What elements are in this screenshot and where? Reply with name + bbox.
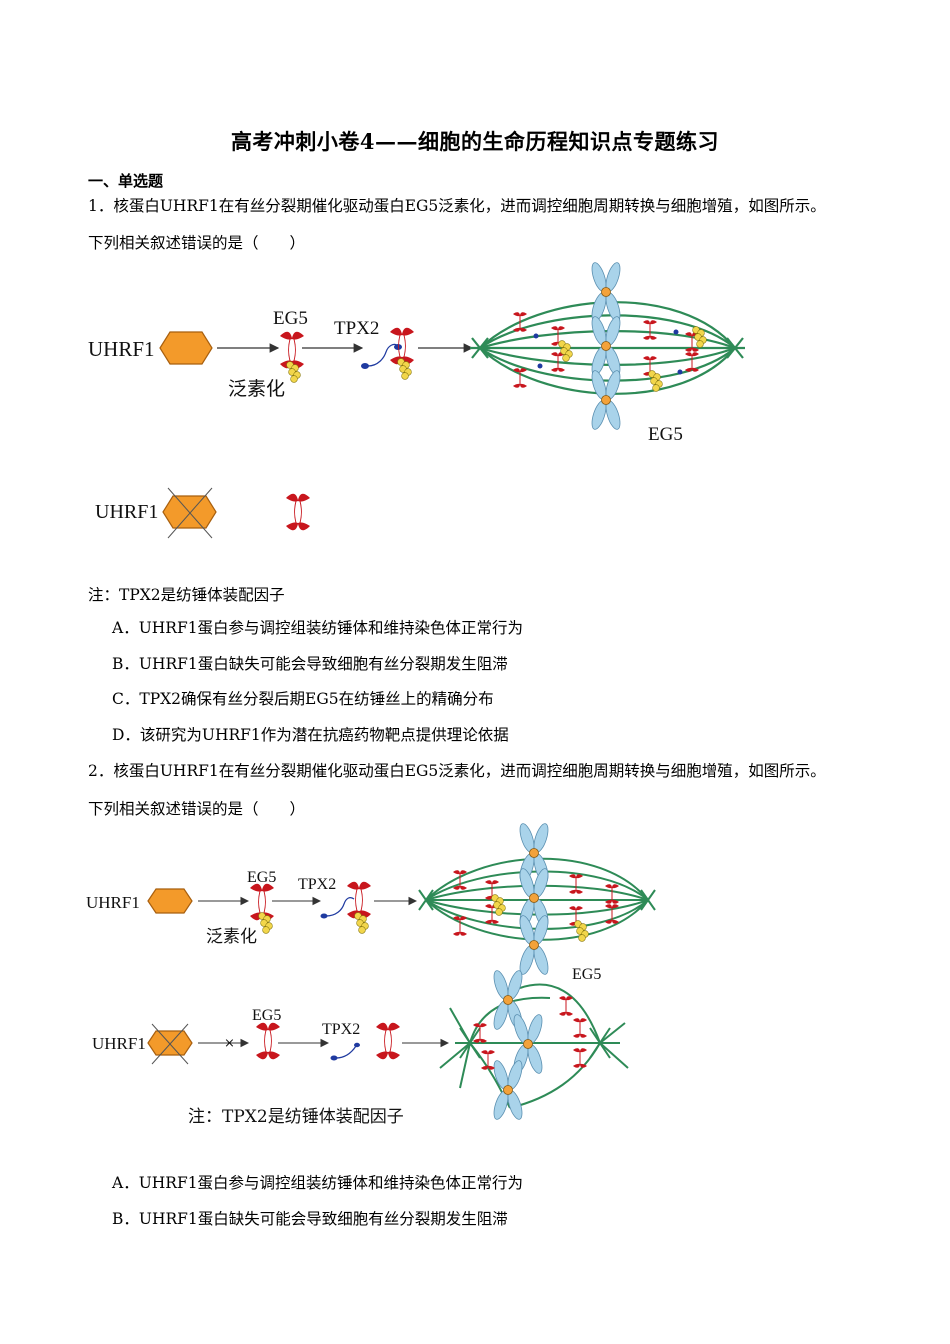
question-2-stem-line1: 2．核蛋白UHRF1在有丝分裂期催化驱动蛋白EG5泛素化，进而调控细胞周期转换与… (88, 762, 826, 780)
question-1-option-b[interactable]: B．UHRF1蛋白缺失可能会导致细胞有丝分裂期发生阻滞 (112, 655, 508, 673)
eg5-label: EG5 (273, 308, 308, 329)
question-1-figure: UHRF1 EG5 泛素化 TPX2 EG5 UHRF1 (88, 260, 745, 539)
tpx2-label: TPX2 (334, 318, 379, 339)
question-2-option-b[interactable]: B．UHRF1蛋白缺失可能会导致细胞有丝分裂期发生阻滞 (112, 1210, 508, 1228)
ubiquitination-label-2: 泛素化 (206, 927, 257, 947)
page-title: 高考冲刺小卷4——细胞的生命历程知识点专题练习 (230, 129, 720, 154)
question-1-note: 注：TPX2是纺锤体装配因子 (88, 586, 285, 604)
ubiquitination-label: 泛素化 (228, 378, 285, 400)
chromosome-3 (588, 368, 624, 432)
eg5-spindle-label: EG5 (648, 424, 683, 445)
question-1-option-c[interactable]: C．TPX2确保有丝分裂后期EG5在纺锤丝上的精确分布 (112, 690, 494, 708)
question-2-figure-note: 注：TPX2是纺锤体装配因子 (188, 1107, 404, 1127)
uhrf1-label-2-ko: UHRF1 (92, 1034, 146, 1053)
question-1-option-a[interactable]: A．UHRF1蛋白参与调控组装纺锤体和维持染色体正常行为 (112, 619, 524, 637)
question-2-stem-line2: 下列相关叙述错误的是（ ） (88, 800, 306, 818)
tpx2-strand (367, 343, 399, 367)
uhrf1-hexagon (159, 331, 213, 365)
uhrf1-hexagon-2 (147, 888, 193, 914)
tpx2-label-2: TPX2 (298, 876, 336, 893)
eg5-label-2-ko: EG5 (252, 1007, 281, 1024)
eg5-protein-ko (285, 493, 311, 531)
chromosome-2 (588, 314, 624, 378)
section-heading: 一、单选题 (88, 172, 164, 190)
question-2-figure: UHRF1 EG5 泛素化 TPX2 EG5 UHRF1 × EG5 TPX2 (86, 821, 656, 1127)
question-1-option-d[interactable]: D．该研究为UHRF1作为潜在抗癌药物靶点提供理论依据 (112, 726, 509, 744)
eg5-label-2: EG5 (247, 869, 276, 886)
uhrf1-label-ko: UHRF1 (95, 501, 158, 523)
uhrf1-label: UHRF1 (88, 337, 155, 361)
eg5-spindle-label-2: EG5 (572, 966, 601, 983)
tpx2-label-2-ko: TPX2 (322, 1021, 360, 1038)
block-mark: × (224, 1036, 235, 1051)
question-2-option-a[interactable]: A．UHRF1蛋白参与调控组装纺锤体和维持染色体正常行为 (112, 1174, 524, 1192)
question-1-stem-line1: 1．核蛋白UHRF1在有丝分裂期催化驱动蛋白EG5泛素化，进而调控细胞周期转换与… (88, 197, 826, 215)
uhrf1-label-2: UHRF1 (86, 893, 140, 912)
tpx2-head (361, 363, 369, 369)
chromosome-1 (588, 260, 624, 324)
question-1-stem-line2: 下列相关叙述错误的是（ ） (88, 234, 306, 252)
cross-line-2 (167, 487, 213, 539)
